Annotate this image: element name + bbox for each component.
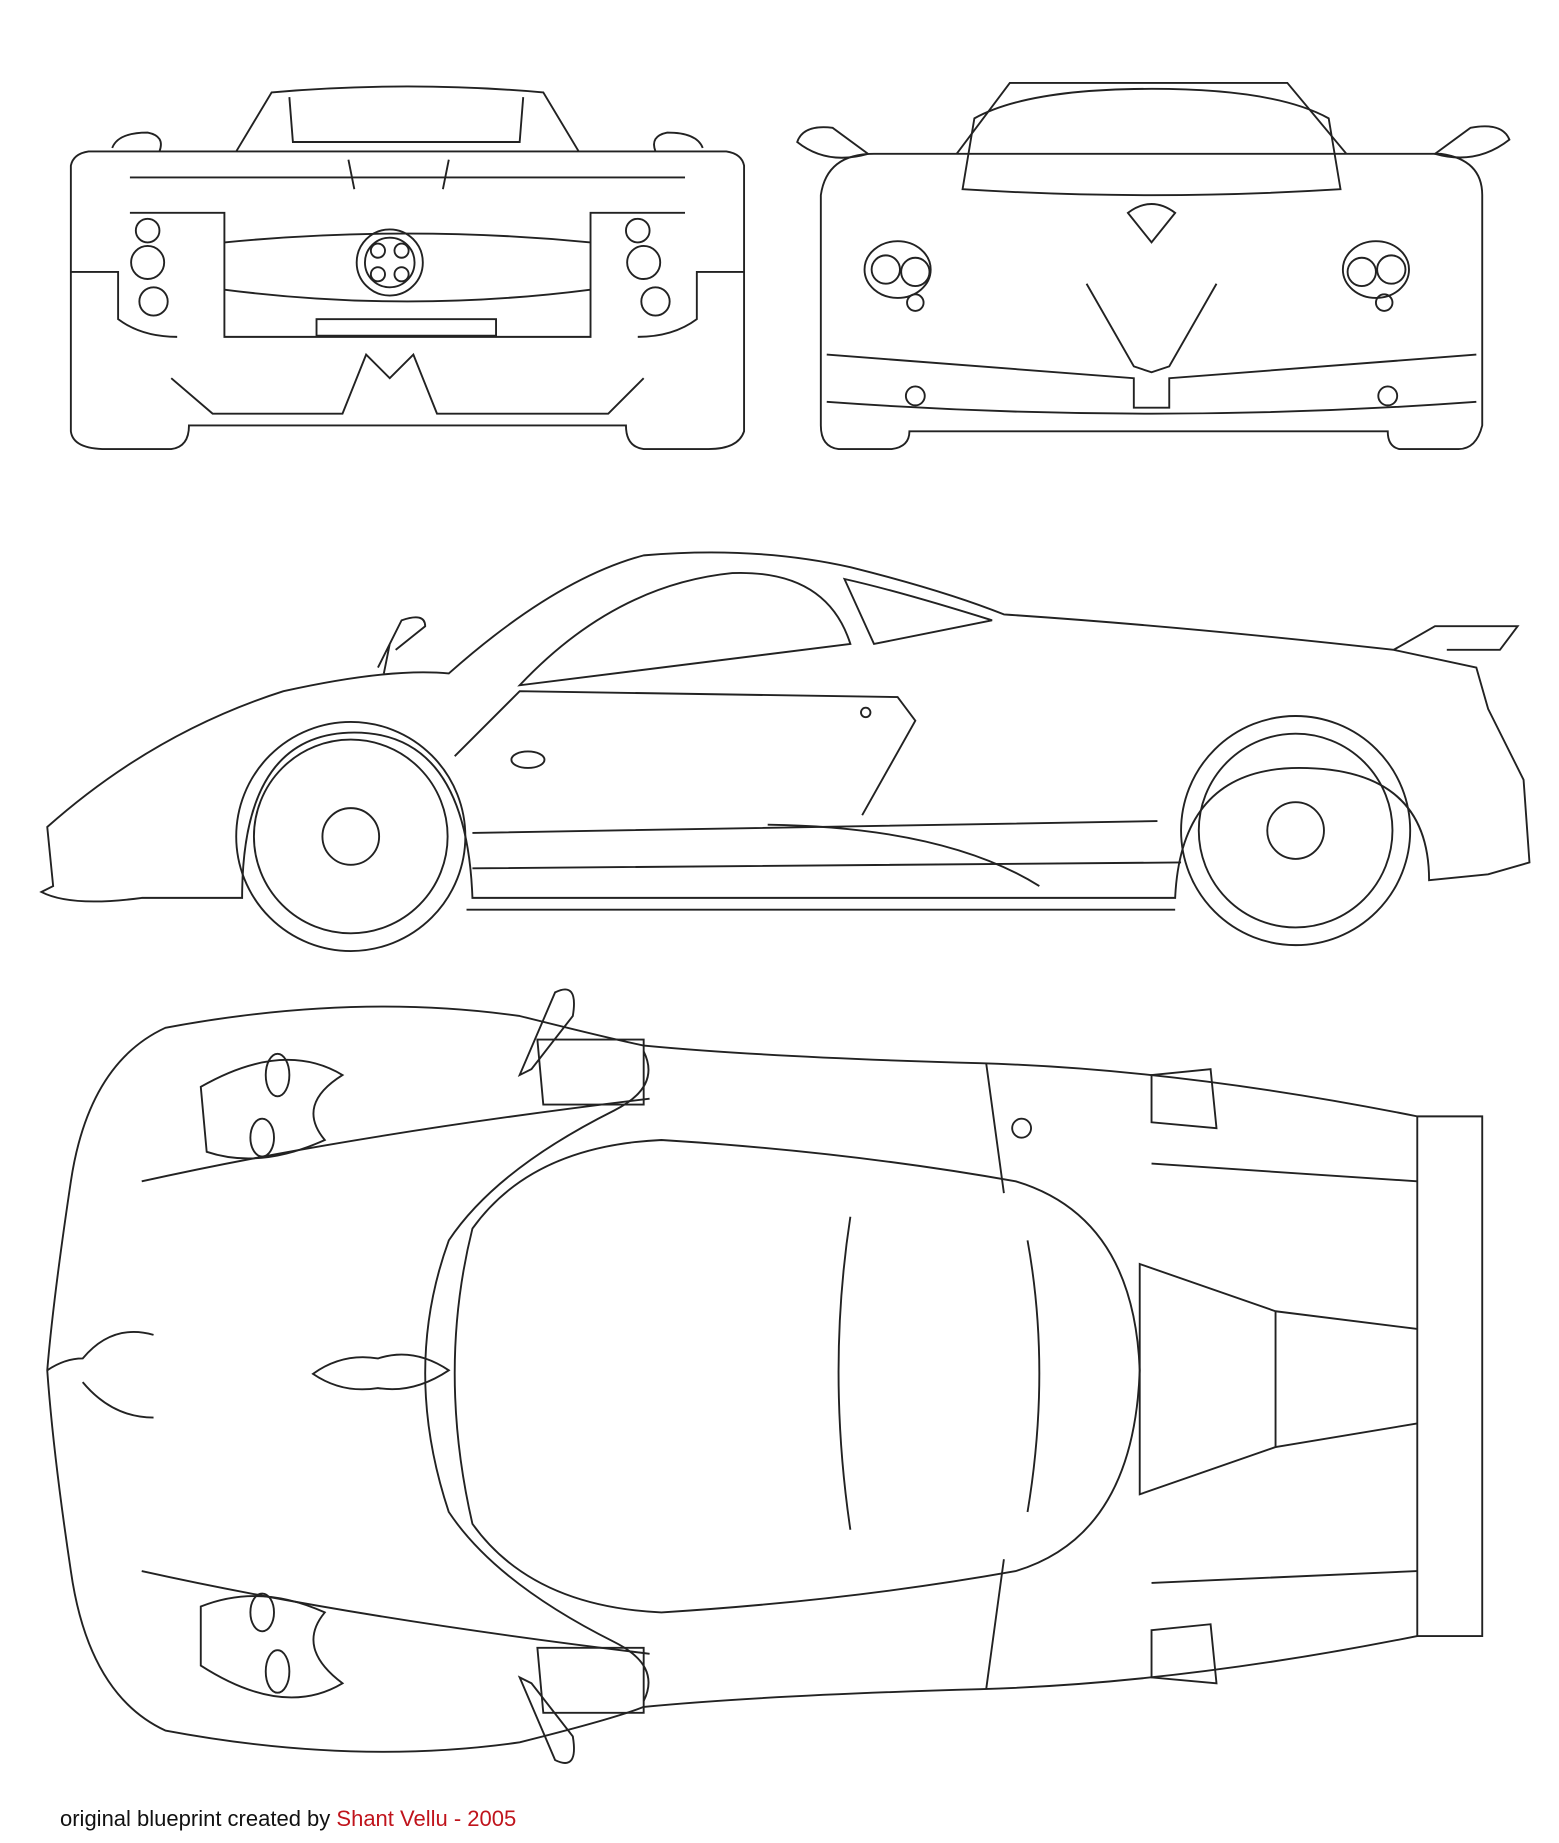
attribution-caption: original blueprint created by Shant Vell… xyxy=(60,1806,516,1832)
caption-author: Shant Vellu - 2005 xyxy=(336,1806,517,1831)
caption-prefix: original blueprint created by xyxy=(60,1806,331,1831)
side-view xyxy=(39,551,1531,952)
front-view xyxy=(796,82,1511,451)
top-view xyxy=(46,988,1484,1764)
rear-view xyxy=(69,85,746,451)
